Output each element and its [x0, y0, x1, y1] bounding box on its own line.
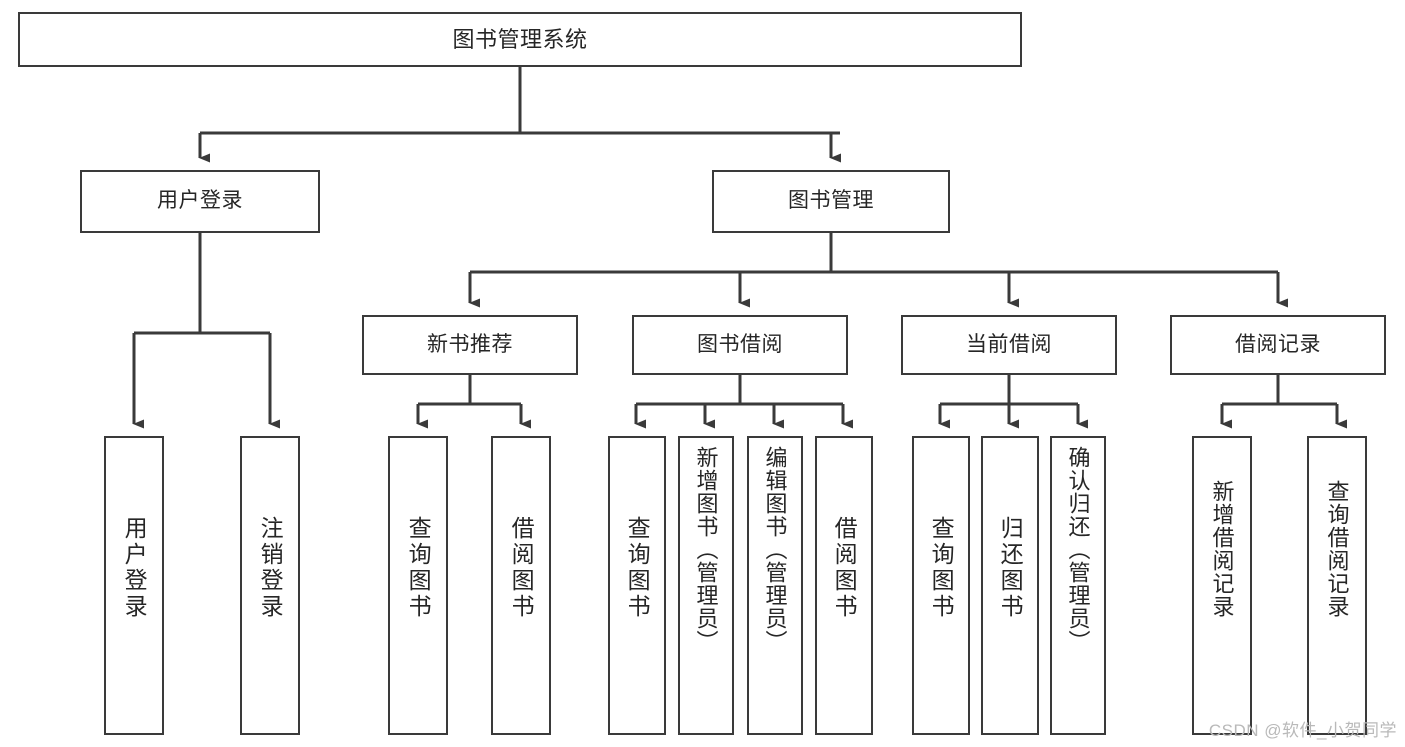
node-new-book-rec-label: 新书推荐 — [427, 332, 513, 356]
node-current-borrow[interactable]: 当前借阅 — [901, 315, 1117, 375]
node-leaf-borrow-book-1[interactable]: 借阅图书 — [491, 436, 551, 735]
node-leaf-confirm-return-label: 确认归还（管理员） — [1065, 446, 1091, 653]
node-leaf-add-book[interactable]: 新增图书（管理员） — [678, 436, 734, 735]
node-leaf-user-login-label: 用户登录 — [121, 516, 148, 620]
node-leaf-user-logout[interactable]: 注销登录 — [240, 436, 300, 735]
node-leaf-borrow-book-2[interactable]: 借阅图书 — [815, 436, 873, 735]
node-borrow-record-label: 借阅记录 — [1235, 332, 1321, 356]
node-root-label: 图书管理系统 — [452, 26, 588, 52]
node-leaf-query-record[interactable]: 查询借阅记录 — [1307, 436, 1367, 735]
node-leaf-query-book-3-label: 查询图书 — [928, 516, 955, 620]
node-borrow-record[interactable]: 借阅记录 — [1170, 315, 1386, 375]
node-leaf-query-book-3[interactable]: 查询图书 — [912, 436, 970, 735]
node-book-borrow[interactable]: 图书借阅 — [632, 315, 848, 375]
node-leaf-borrow-book-1-label: 借阅图书 — [508, 516, 535, 620]
node-leaf-query-book-1-label: 查询图书 — [405, 516, 432, 620]
node-leaf-add-record-label: 新增借阅记录 — [1209, 480, 1235, 618]
node-leaf-return-book[interactable]: 归还图书 — [981, 436, 1039, 735]
node-root[interactable]: 图书管理系统 — [18, 12, 1022, 67]
node-current-borrow-label: 当前借阅 — [966, 332, 1052, 356]
node-leaf-query-book-2-label: 查询图书 — [624, 516, 651, 620]
node-leaf-return-book-label: 归还图书 — [997, 516, 1024, 620]
node-leaf-user-logout-label: 注销登录 — [257, 516, 284, 620]
node-book-mgmt-label: 图书管理 — [788, 189, 874, 213]
csdn-watermark: CSDN @软件_小贺同学 — [1208, 721, 1397, 740]
node-leaf-query-book-1[interactable]: 查询图书 — [388, 436, 448, 735]
node-book-mgmt[interactable]: 图书管理 — [712, 170, 950, 233]
node-new-book-rec[interactable]: 新书推荐 — [362, 315, 578, 375]
node-leaf-confirm-return[interactable]: 确认归还（管理员） — [1050, 436, 1106, 735]
node-leaf-edit-book-label: 编辑图书（管理员） — [762, 446, 788, 653]
node-leaf-edit-book[interactable]: 编辑图书（管理员） — [747, 436, 803, 735]
node-book-borrow-label: 图书借阅 — [697, 332, 783, 356]
node-leaf-user-login[interactable]: 用户登录 — [104, 436, 164, 735]
node-leaf-add-book-label: 新增图书（管理员） — [693, 446, 719, 653]
node-user-login[interactable]: 用户登录 — [80, 170, 320, 233]
node-leaf-query-book-2[interactable]: 查询图书 — [608, 436, 666, 735]
node-leaf-add-record[interactable]: 新增借阅记录 — [1192, 436, 1252, 735]
node-leaf-borrow-book-2-label: 借阅图书 — [831, 516, 858, 620]
node-leaf-query-record-label: 查询借阅记录 — [1324, 480, 1350, 618]
node-user-login-label: 用户登录 — [157, 189, 243, 213]
